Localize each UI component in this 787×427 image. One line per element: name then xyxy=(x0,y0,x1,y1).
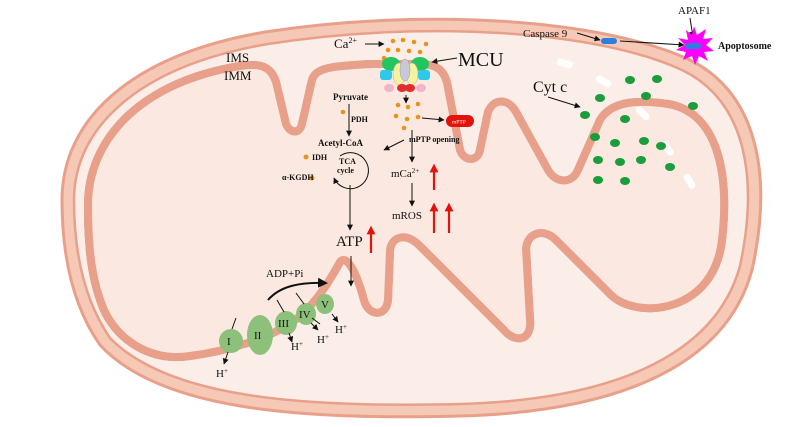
apoptosome-label: Apoptosome xyxy=(718,41,772,52)
svg-text:TCA: TCA xyxy=(339,157,356,166)
apaf1-label: APAF1 xyxy=(678,5,711,17)
caspase9-label: Caspase 9 xyxy=(523,28,568,40)
pyruvate-label: Pyruvate xyxy=(333,92,368,102)
atp-label: ATP xyxy=(336,234,363,250)
proton-2: H+ xyxy=(291,340,303,353)
etc-complexes: I II III IV V xyxy=(219,294,334,355)
akgdh-label: α-KGDH xyxy=(282,173,314,182)
svg-text:I: I xyxy=(227,336,231,348)
mptp-opening-label: mPTP opening xyxy=(409,135,459,144)
svg-text:cycle: cycle xyxy=(337,166,354,175)
complex-i xyxy=(219,329,243,353)
idh-label: IDH xyxy=(312,153,328,162)
proton-4: H+ xyxy=(335,323,347,336)
cytc-label: Cyt c xyxy=(533,79,567,96)
mcu-label: MCU xyxy=(458,49,504,71)
acetylcoa-label: Acetyl-CoA xyxy=(318,138,363,148)
complex-iv xyxy=(296,303,316,325)
mptp-pore xyxy=(446,115,474,127)
proton-3: H+ xyxy=(317,333,329,346)
calcium-ions xyxy=(303,37,429,181)
adppi-label: ADP+Pi xyxy=(266,268,303,280)
svg-text:V: V xyxy=(321,299,329,311)
outer-membrane-pores xyxy=(556,58,696,189)
imm-label: IMM xyxy=(224,68,252,83)
svg-text:IV: IV xyxy=(299,309,311,321)
mcu-complex xyxy=(380,57,430,92)
svg-text:III: III xyxy=(278,318,289,330)
mros-label: mROS xyxy=(392,210,422,222)
mca-label: mCa2+ xyxy=(391,167,419,180)
caspase9-molecule xyxy=(601,38,617,44)
svg-text:II: II xyxy=(254,330,262,342)
cytochrome-c-dots xyxy=(580,75,698,185)
calcium-label: Ca2+ xyxy=(334,36,357,51)
complex-iii xyxy=(275,311,297,335)
tca-cycle: TCA cycle xyxy=(333,152,369,190)
proton-pathways xyxy=(222,292,339,365)
complex-v xyxy=(316,294,334,314)
pdh-label: PDH xyxy=(351,115,369,124)
proton-1: H+ xyxy=(216,367,228,380)
ims-label: IMS xyxy=(226,50,249,65)
mptp-label: mPTP xyxy=(452,120,466,126)
complex-ii xyxy=(247,315,273,355)
